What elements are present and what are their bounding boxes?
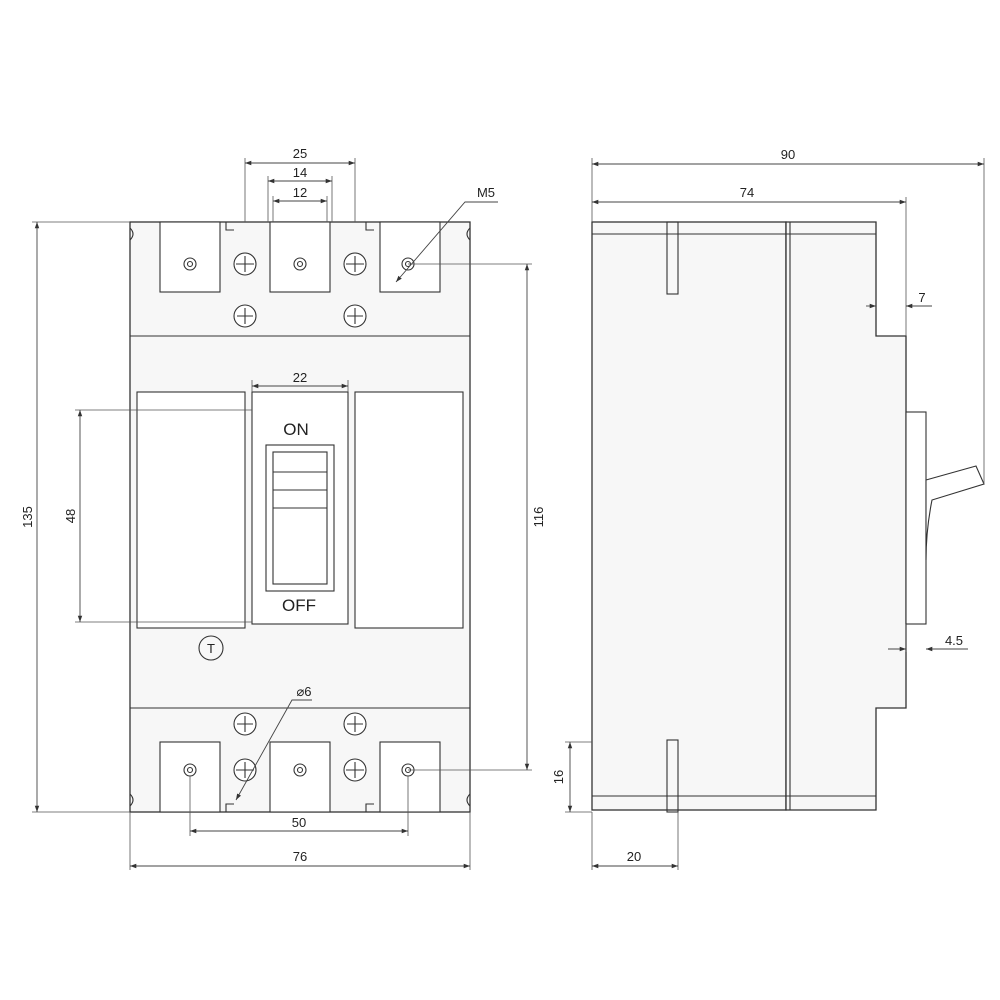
dim-mounting-hole-pitch: 50: [292, 815, 306, 830]
dim-terminal-width-outer: 14: [293, 165, 307, 180]
right-panel: [354, 391, 464, 629]
front-view: ON OFF T 25 14: [20, 146, 546, 870]
dim-handle-width: 22: [293, 370, 307, 385]
dim-handle-offset: 4.5: [945, 633, 963, 648]
dim-overall-depth: 90: [781, 147, 795, 162]
dim-overall-width: 76: [293, 849, 307, 864]
dim-overall-height: 135: [20, 506, 35, 528]
switch-handle: [251, 391, 349, 625]
trip-button: [198, 635, 224, 661]
dim-screw-size: M5: [477, 185, 495, 200]
bottom-terminals: [159, 741, 441, 813]
dim-top-screw-pitch: 25: [293, 146, 307, 161]
dim-base-depth: 20: [627, 849, 641, 864]
trip-label: T: [207, 641, 215, 656]
side-handle-boss: [905, 411, 927, 625]
dim-handle-height: 48: [63, 509, 78, 523]
side-base-body: [591, 221, 787, 811]
bottom-screws: [233, 712, 367, 782]
top-screws: [233, 252, 367, 328]
dim-terminal-width-inner: 12: [293, 185, 307, 200]
dim-terminal-height: 116: [531, 507, 546, 528]
dim-hole-diameter: ⌀6: [296, 684, 311, 699]
side-cover: [785, 221, 907, 811]
dim-cover-step: 7: [918, 290, 925, 305]
dim-base-height: 16: [551, 770, 566, 784]
top-terminals: [159, 221, 441, 293]
switch-on-label: ON: [283, 420, 309, 439]
dim-body-depth: 74: [740, 185, 754, 200]
switch-off-label: OFF: [282, 596, 316, 615]
side-view: 90 74 7 4.5 16 20: [551, 147, 985, 870]
left-panel: [136, 391, 246, 629]
